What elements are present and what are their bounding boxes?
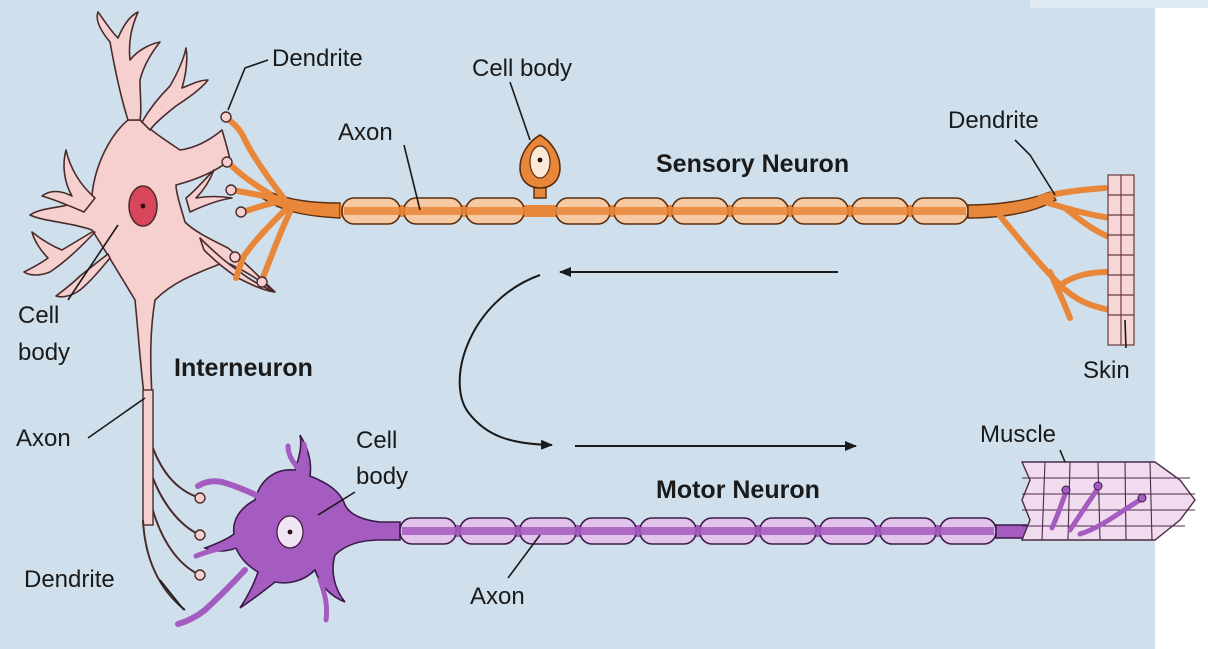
label-muscle: Muscle <box>980 421 1056 448</box>
skin-tissue <box>1108 175 1134 345</box>
label-skin: Skin <box>1083 357 1130 384</box>
motor-nucleolus <box>288 530 293 535</box>
interneuron-axon <box>143 390 153 525</box>
label-axon-interneuron: Axon <box>16 425 71 452</box>
label-cell-body-sensory: Cell body <box>472 55 572 82</box>
sensory-cell-body-nucleolus <box>538 158 543 163</box>
label-sensory-neuron: Sensory Neuron <box>656 150 849 178</box>
label-cell-body-interneuron-line1: Cell <box>18 302 59 329</box>
leader-skin <box>1125 320 1126 348</box>
label-cell-body-motor-line1: Cell <box>356 427 397 454</box>
motor-axon-stripe <box>402 527 994 535</box>
label-axon-sensory: Axon <box>338 119 393 146</box>
label-cell-body-motor-line2: body <box>356 463 408 490</box>
label-motor-neuron: Motor Neuron <box>656 476 820 504</box>
muscle-tissue <box>1022 462 1195 540</box>
interneuron-nucleolus <box>141 204 146 209</box>
label-axon-motor: Axon <box>470 583 525 610</box>
label-dendrite-sensory: Dendrite <box>948 107 1039 134</box>
label-cell-body-interneuron-line2: body <box>18 339 70 366</box>
sensory-axon-stripe <box>344 207 966 215</box>
label-dendrite-motor: Dendrite <box>24 566 115 593</box>
label-interneuron: Interneuron <box>174 354 313 382</box>
label-dendrite-interneuron: Dendrite <box>272 45 363 72</box>
top-right-corner <box>1030 0 1208 8</box>
